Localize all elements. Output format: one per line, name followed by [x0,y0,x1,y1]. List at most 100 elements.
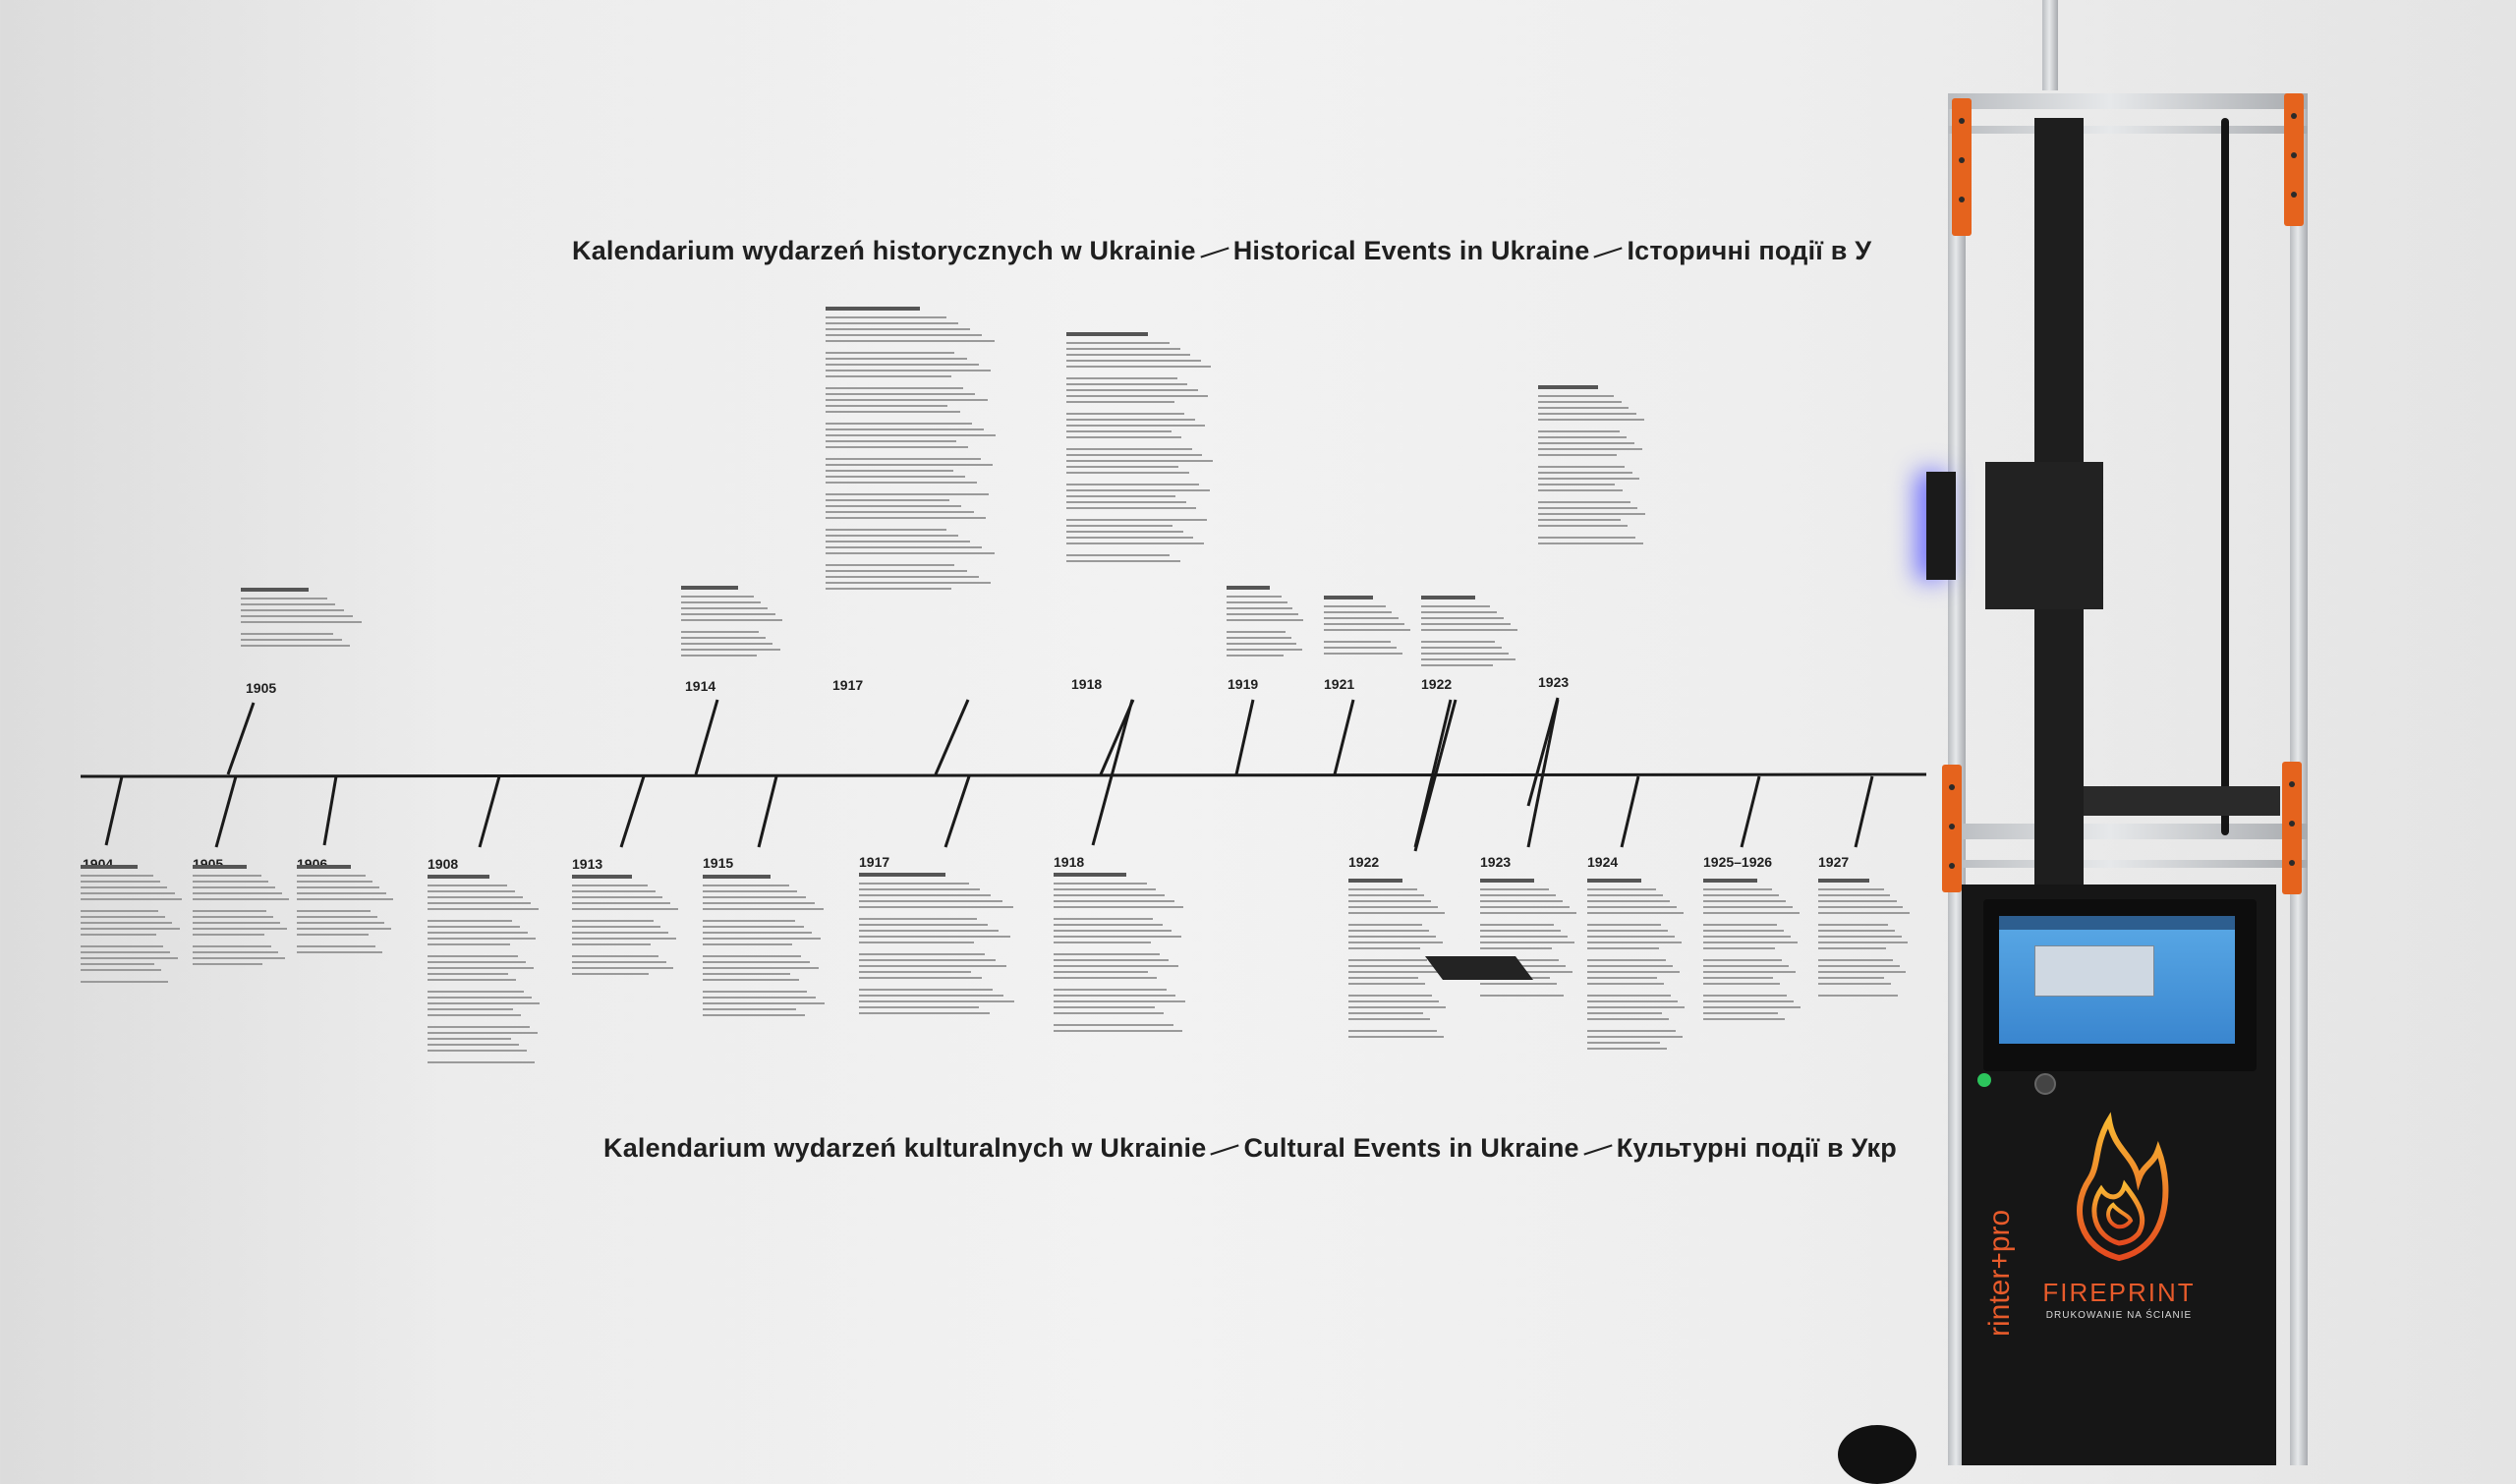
event-text-line [859,924,989,926]
event-text-line [1818,894,1891,896]
event-text-line [681,613,775,615]
event-text-line [826,446,969,448]
event-text-line [826,546,983,548]
orange-bracket [1942,765,1962,892]
event-text-line [1324,629,1411,631]
event-text-line [81,934,156,936]
event-text-line [681,601,761,603]
event-text-line [297,934,369,936]
event-text-line [428,1002,540,1004]
event-text-line [1818,906,1904,908]
event-text-line [1054,918,1154,920]
event-title-line [1066,332,1148,336]
event-text-line [1066,360,1201,362]
event-title-line [703,875,771,879]
timeline-tick [214,775,238,848]
event-text-line [297,886,379,888]
event-text-line [703,943,793,945]
event-text-line [428,1044,520,1046]
event-text-line [1066,425,1205,427]
event-text-line [1703,959,1782,961]
event-text-line [703,902,815,904]
event-text-line [1538,430,1620,432]
event-text-line [1054,894,1166,896]
event-text-line [428,1061,536,1063]
event-text-line [1818,971,1907,973]
event-text-line [81,910,158,912]
event-text-line [572,890,656,892]
event-text-line [1054,989,1167,991]
event-text-line [859,1000,1015,1002]
event-text-line [1480,906,1570,908]
event-text-line [826,370,991,371]
timeline-tick [757,775,778,848]
event-text-line [1054,924,1163,926]
event-text-block [572,875,680,979]
power-button[interactable] [1977,1073,1991,1087]
event-text-line [1066,507,1196,509]
event-text-line [428,920,513,922]
upper-year: 1922 [1421,676,1453,692]
event-text-line [1227,619,1304,621]
event-text-line [826,340,995,342]
event-title-line [1054,873,1127,877]
event-text-line [1066,501,1186,503]
event-text-line [1421,617,1504,619]
event-text-line [572,896,663,898]
event-text-line [428,961,527,963]
event-text-line [859,906,1013,908]
event-text-line [1587,930,1668,932]
event-text-line [81,969,161,971]
event-text-line [826,364,979,366]
event-text-line [1587,1030,1676,1032]
event-text-line [1066,366,1211,368]
event-text-line [297,898,393,900]
event-text-line [1421,641,1495,643]
event-text-line [1054,942,1151,943]
event-text-line [1348,888,1417,890]
event-text-line [1348,1006,1446,1008]
event-text-line [859,1012,990,1014]
event-text-line [1818,947,1887,949]
event-text-line [428,896,523,898]
event-text-line [81,951,171,953]
control-knob[interactable] [2034,1073,2056,1095]
event-text-line [1587,983,1664,985]
event-text-line [826,322,958,324]
event-text-line [859,953,985,955]
event-text-line [1587,965,1673,967]
event-text-line [428,979,516,981]
event-text-line [1421,647,1502,649]
event-text-line [1703,924,1777,926]
event-text-line [1324,611,1393,613]
event-text-line [1054,1012,1165,1014]
event-text-line [826,334,983,336]
event-text-line [1703,1018,1785,1020]
event-text-line [826,428,984,430]
event-text-line [1054,1030,1182,1032]
event-text-line [428,1050,528,1052]
event-text-line [1818,942,1909,943]
control-screen[interactable] [1999,916,2235,1044]
event-text-line [81,963,154,965]
event-text-line [193,916,273,918]
timeline-axis [80,772,1927,778]
orange-bracket [1952,98,1972,236]
event-text-line [1703,888,1772,890]
event-text-line [703,885,789,886]
historical-heading-ua: Історичні події в У [1627,236,1872,265]
lower-year: 1922 [1348,854,1380,870]
event-text-line [1538,507,1638,509]
event-text-line [1348,906,1438,908]
event-text-line [703,1008,796,1010]
screen-toolbar [1999,916,2235,930]
event-text-line [1054,1000,1185,1002]
event-text-line [1818,924,1889,926]
event-text-line [81,892,175,894]
event-text-line [1587,924,1661,926]
event-text-line [428,943,510,945]
event-text-line [193,892,282,894]
event-text-line [859,1006,979,1008]
event-text-line [1480,930,1561,932]
event-text-line [826,505,962,507]
